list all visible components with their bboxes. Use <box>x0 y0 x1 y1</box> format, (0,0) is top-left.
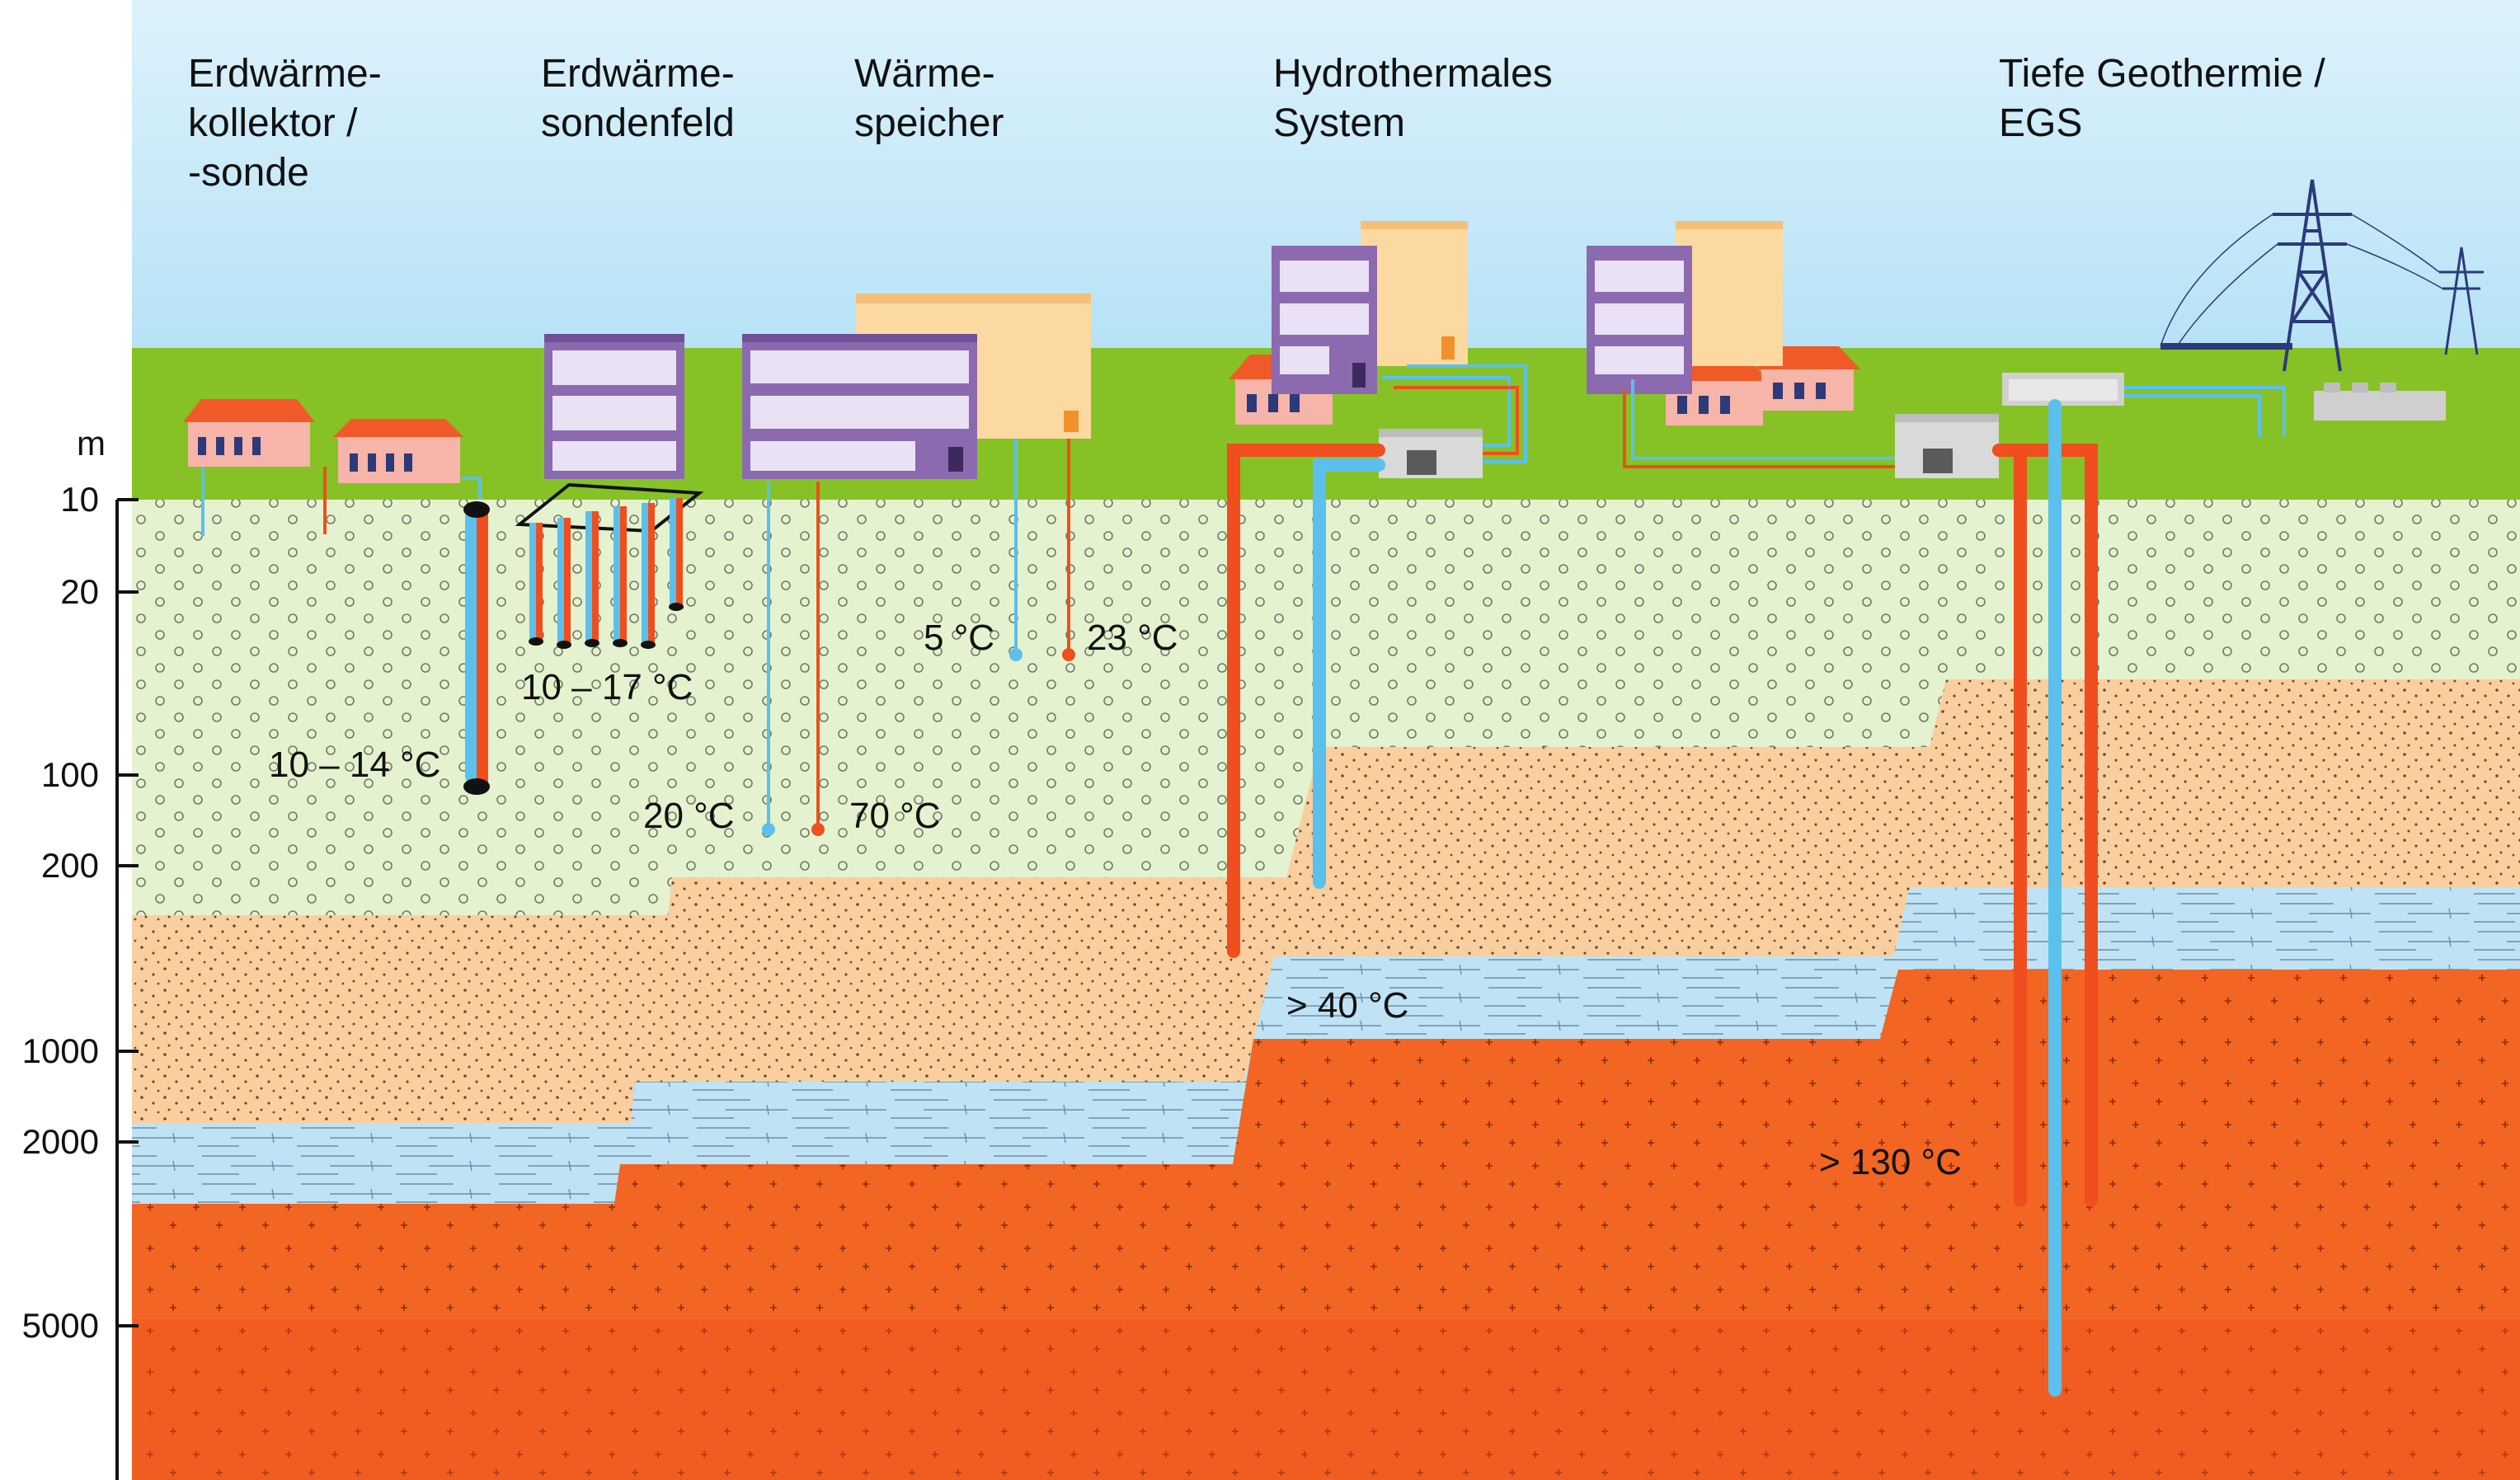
temp-label-storage-deep-cold: 20 °C <box>643 796 735 836</box>
power-pylon-large <box>2273 179 2352 372</box>
column-title-probe-field: Erdwärme- sondenfeld <box>541 52 735 145</box>
axis-tick-label: 10 <box>60 480 99 519</box>
apartment-block-purple-3 <box>1272 246 1377 394</box>
axis-tick-label: 2000 <box>21 1122 99 1161</box>
axis-tick-label: 100 <box>40 755 99 794</box>
substation <box>2314 383 2446 421</box>
power-lines <box>2160 214 2443 347</box>
column-title-egs: Tiefe Geothermie / EGS <box>1999 52 2325 145</box>
apartment-block-purple-2 <box>742 334 977 479</box>
power-pylon-small <box>2439 247 2484 355</box>
apartment-block-purple-4 <box>1587 246 1692 394</box>
heating-plant-2 <box>1895 414 1999 478</box>
depth-axis <box>115 498 139 1480</box>
pipe-end <box>762 823 775 836</box>
axis-unit-label: m <box>77 424 106 463</box>
pipe-end <box>1009 648 1023 661</box>
temp-label-probe-field: 10 – 17 °C <box>521 667 693 707</box>
temp-label-hydrothermal: > 40 °C <box>1286 985 1409 1026</box>
apartment-block-peach-3 <box>1676 221 1783 366</box>
apartment-block-purple-1 <box>544 334 684 479</box>
column-title-collector: Erdwärme- kollektor / -sonde <box>188 52 382 195</box>
heating-plant-1 <box>1379 429 1483 478</box>
temp-label-storage-shallow-cold: 5 °C <box>924 618 995 658</box>
apartment-block-peach-2 <box>1361 221 1468 366</box>
egs-wells <box>1992 399 2098 1397</box>
egs-power-station <box>2002 373 2124 406</box>
temp-label-collector: 10 – 14 °C <box>269 745 441 785</box>
axis-tick-label: 1000 <box>21 1031 99 1070</box>
surface-pipes <box>201 364 2286 536</box>
temp-label-storage-shallow-warm: 23 °C <box>1087 618 1178 658</box>
column-title-storage: Wärme- speicher <box>854 52 1004 145</box>
hydrothermal-wells <box>1227 444 1385 958</box>
house-2 <box>333 419 463 483</box>
house-1 <box>183 399 315 467</box>
storage-pipes <box>767 439 1070 828</box>
pipe-end <box>811 823 825 836</box>
temp-label-egs: > 130 °C <box>1819 1142 1962 1182</box>
axis-tick-label: 20 <box>60 572 99 611</box>
temp-label-storage-deep-warm: 70 °C <box>849 796 941 836</box>
axis-tick-label: 5000 <box>21 1306 99 1345</box>
ground-probe <box>463 501 490 795</box>
pipe-end <box>1062 648 1075 661</box>
ground-probe-field <box>515 482 704 649</box>
column-title-hydrothermal: Hydrothermales System <box>1273 52 1553 145</box>
solar-panel <box>2160 343 2292 350</box>
axis-tick-label: 200 <box>40 846 99 885</box>
